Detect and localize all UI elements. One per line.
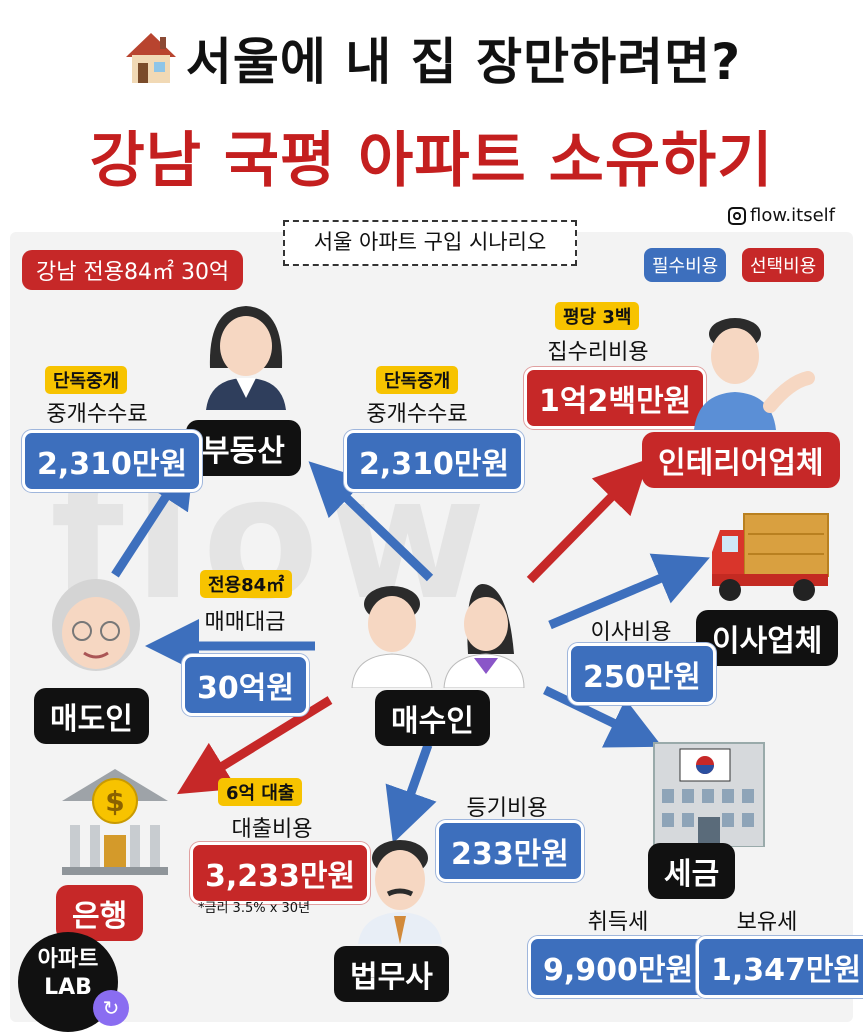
price-tag: 강남 전용84㎡ 30억 [22, 250, 244, 290]
moving-truck-icon [708, 512, 830, 608]
arrow-buyer-to-tax [543, 685, 663, 748]
arrow-buyer-to-lawyer [385, 743, 437, 844]
loan-label: 대출비용 [231, 817, 313, 842]
purchase-tag: 전용84㎡ [200, 570, 293, 598]
renovation-tag: 평당 3백 [555, 302, 640, 330]
broker-right-label: 중개수수료 [366, 402, 468, 427]
interior-worker-icon [690, 312, 816, 434]
node-interior: 인테리어업체 [642, 432, 840, 488]
node-buyer: 매수인 [375, 690, 490, 746]
arrow-buyer-to-interior [526, 458, 649, 584]
title-line1: 서울에 내 집 장만하려면? [0, 22, 863, 97]
registration-value: 233만원 [436, 820, 584, 882]
node-bank: 은행 [56, 885, 144, 941]
node-tax: 세금 [648, 843, 736, 899]
house-icon [122, 29, 180, 97]
renovation-label: 집수리비용 [547, 340, 649, 365]
loan-value: 3,233만원 [190, 842, 371, 904]
node-mover: 이사업체 [696, 610, 839, 666]
seller-elder-icon [46, 575, 146, 679]
holding-tax-label: 보유세 [736, 910, 798, 935]
legend-required: 필수비용 [644, 248, 727, 282]
bank-building-icon: $ [58, 765, 172, 879]
government-building-icon [650, 735, 768, 851]
refresh-icon[interactable]: ↻ [93, 990, 129, 1026]
purchase-label: 매매대금 [204, 610, 286, 635]
arrow-buyer-to-mover [548, 553, 710, 630]
holding-tax-value: 1,347만원 [696, 936, 863, 998]
arrow-buyer-to-realtor [308, 461, 434, 582]
broker-right-value: 2,310만원 [344, 430, 525, 492]
broker-right-tag: 단독중개 [376, 366, 459, 394]
realtor-person-icon [200, 298, 292, 414]
legend-optional: 선택비용 [742, 248, 825, 282]
title-line2: 강남 국평 아파트 소유하기 [89, 126, 774, 196]
broker-left-tag: 단독중개 [45, 366, 128, 394]
loan-note: *금리 3.5% x 30년 [198, 901, 311, 916]
scenario-label: 서울 아파트 구입 시나리오 [283, 220, 577, 266]
moving-label: 이사비용 [590, 620, 672, 645]
moving-value: 250만원 [568, 643, 716, 705]
node-seller: 매도인 [34, 688, 149, 744]
registration-label: 등기비용 [466, 796, 548, 821]
loan-tag: 6억 대출 [218, 778, 303, 806]
acquisition-tax-value: 9,900만원 [528, 936, 709, 998]
broker-left-label: 중개수수료 [46, 402, 148, 427]
renovation-value: 1억2백만원 [524, 367, 707, 429]
lawyer-person-icon [354, 832, 446, 948]
buyer-couple-icon [348, 576, 526, 692]
node-realtor: 부동산 [186, 420, 301, 476]
instagram-handle[interactable]: flow.itself [728, 205, 835, 226]
acquisition-tax-label: 취득세 [587, 910, 649, 935]
arrow-buyer-to-bank [177, 696, 333, 795]
node-lawyer: 법무사 [334, 946, 449, 1002]
purchase-value: 30억원 [182, 654, 309, 716]
instagram-icon [728, 207, 746, 225]
svg-text:$: $ [105, 785, 124, 818]
broker-left-value: 2,310만원 [22, 430, 203, 492]
